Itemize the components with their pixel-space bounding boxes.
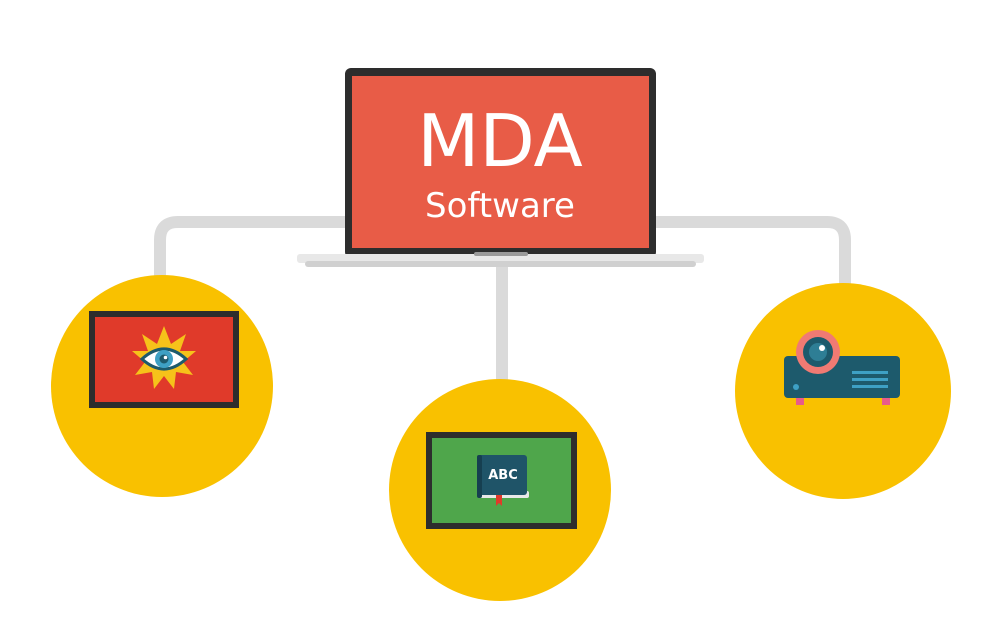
connector-left (154, 216, 350, 300)
projector-vent-3 (852, 385, 888, 388)
laptop-screen (352, 76, 649, 248)
node-monitor-book: ABC (389, 379, 611, 601)
book-spine (477, 455, 482, 498)
node-projector (735, 283, 951, 499)
laptop-base-shadow (305, 261, 696, 267)
laptop-notch (474, 252, 528, 256)
eye-highlight (163, 355, 168, 360)
laptop: MDA Software (297, 68, 704, 267)
book-ribbon (496, 495, 502, 506)
projector-lens-glass (809, 343, 827, 361)
connectors (154, 216, 851, 390)
laptop-base (297, 254, 704, 263)
book-label: ABC (488, 468, 518, 483)
projector-vent-2 (852, 378, 888, 381)
projector-indicator (793, 384, 799, 390)
projector-lens-highlight (819, 345, 825, 351)
eye-pupil (159, 354, 169, 364)
eye-sun-icon (132, 326, 196, 389)
connector-right (655, 216, 851, 300)
projector-icon (784, 330, 900, 405)
laptop-subtitle: Software (425, 186, 575, 226)
laptop-title: MDA (417, 99, 583, 183)
node-monitor-eye (51, 275, 273, 497)
projector-vent-1 (852, 371, 888, 374)
projector-foot-right (882, 396, 890, 405)
projector-foot-left (796, 396, 804, 405)
abc-book-icon: ABC (477, 455, 529, 506)
book-cover (477, 455, 527, 495)
